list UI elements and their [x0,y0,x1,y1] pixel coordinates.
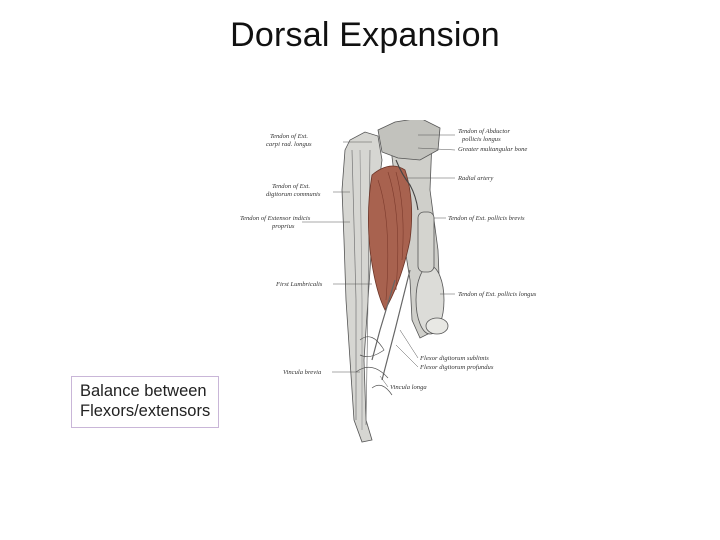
note-box: Balance between Flexors/extensors [71,376,219,428]
label-ext-carpi-1: Tendon of Ext. [270,133,308,140]
hand-drawing [341,120,449,443]
note-line-2: Flexors/extensors [80,402,211,420]
label-vincula-brevia: Vincula brevia [283,369,322,376]
label-flexor-sublimis: Flexor digitorum sublimis [419,355,489,362]
label-ext-pollicis-brevis: Tendon of Ext. pollicis brevis [448,215,525,222]
label-abductor-1: Tendon of Abductor [458,128,510,135]
label-ext-digitorum-1: Tendon of Ext. [272,183,310,190]
note-line-1: Balance between [80,382,207,400]
leader-lines [302,134,456,388]
label-radial-artery: Radial artery [457,175,493,182]
label-abductor-2: pollicis longus [461,136,501,143]
label-greater-multangular: Greater multangular bone [458,146,527,153]
label-flexor-profundus: Flexor digitorum profundus [419,364,494,371]
label-vincula-longa: Vincula longa [390,384,427,391]
label-ext-indicis-2: proprius [271,223,295,230]
label-first-lumbricalis: First Lumbricalis [275,281,323,288]
slide-title: Dorsal Expansion [230,16,500,54]
label-ext-digitorum-2: digitorum communis [266,191,321,198]
label-ext-pollicis-longus: Tendon of Ext. pollicis longus [458,291,537,298]
anatomy-illustration: Tendon of Ext. carpi rad. longus Tendon … [240,120,537,443]
label-ext-carpi-2: carpi rad. longus [266,141,312,148]
label-ext-indicis-1: Tendon of Extensor indicis [240,215,311,222]
muscle [368,165,413,311]
